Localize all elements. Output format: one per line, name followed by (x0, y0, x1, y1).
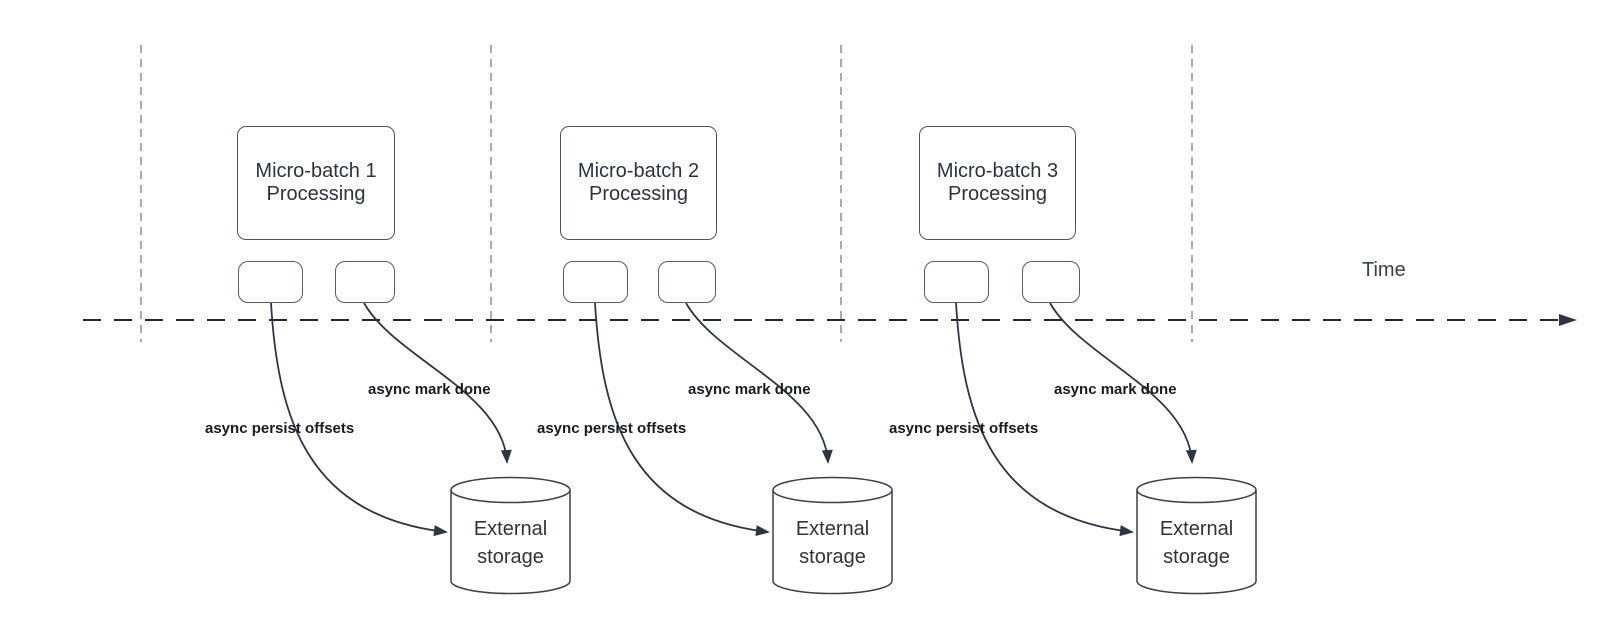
storage-cylinder-1 (450, 476, 571, 595)
batch-1-persist-offsets-label: async persist offsets (205, 420, 355, 437)
batch-3-storage-line2: storage (1163, 546, 1230, 568)
micro-batch-3-title: Micro-batch 3 Processing (937, 160, 1058, 206)
micro-batch-3-box: Micro-batch 3 Processing (919, 126, 1076, 240)
interval-guide-lines (140, 45, 1193, 342)
batch-1-mark-done-label: async mark done (368, 381, 491, 398)
batch-2-persist-offsets-label: async persist offsets (537, 420, 687, 437)
mark-done-arrow-3 (1049, 302, 1197, 464)
batch-3-persist-offsets-label: async persist offsets (889, 420, 1039, 437)
batch-3-done-task-box (1022, 261, 1080, 303)
micro-batch-2-title-line1: Micro-batch 2 (577, 160, 700, 182)
storage-cylinder-2 (772, 476, 893, 595)
micro-batch-1-title-line2: Processing (266, 183, 366, 205)
micro-batch-3-title-line2: Processing (948, 183, 1047, 205)
batch-2-persist-task-box (563, 261, 628, 303)
persist-offsets-arrow-2 (594, 302, 770, 537)
micro-batch-1-title: Micro-batch 1 Processing (255, 160, 376, 206)
persist-offsets-arrow-3 (955, 302, 1134, 537)
time-axis-label: Time (1362, 259, 1406, 281)
micro-batch-2-title-line2: Processing (589, 183, 688, 205)
persist-offsets-arrow-1 (270, 302, 448, 537)
batch-2-storage-line1: External (795, 518, 870, 540)
batch-2-mark-done-label: async mark done (688, 381, 811, 398)
mark-done-arrow-1 (363, 302, 512, 464)
micro-batch-1-box: Micro-batch 1 Processing (237, 126, 395, 240)
storage-cylinder-3 (1136, 476, 1257, 595)
micro-batch-3-title-line1: Micro-batch 3 (936, 160, 1059, 182)
batch-1-storage-label: External storage (451, 515, 570, 571)
batch-3-storage-line1: External (1159, 518, 1234, 540)
batch-1-storage-line2: storage (477, 546, 544, 568)
mark-done-arrow-2 (685, 302, 833, 464)
micro-batch-2-box: Micro-batch 2 Processing (560, 126, 717, 240)
batch-3-persist-task-box (924, 261, 989, 303)
batch-1-persist-task-box (238, 261, 303, 303)
batch-2-storage-label: External storage (773, 515, 892, 571)
batch-3-mark-done-label: async mark done (1054, 381, 1177, 398)
micro-batch-1-title-line1: Micro-batch 1 (255, 160, 377, 182)
batch-3-storage-label: External storage (1137, 515, 1256, 571)
batch-2-done-task-box (658, 261, 716, 303)
micro-batch-2-title: Micro-batch 2 Processing (578, 160, 699, 206)
batch-1-done-task-box (335, 261, 395, 303)
batch-2-storage-line2: storage (799, 546, 866, 568)
batch-1-storage-line1: External (473, 518, 548, 540)
